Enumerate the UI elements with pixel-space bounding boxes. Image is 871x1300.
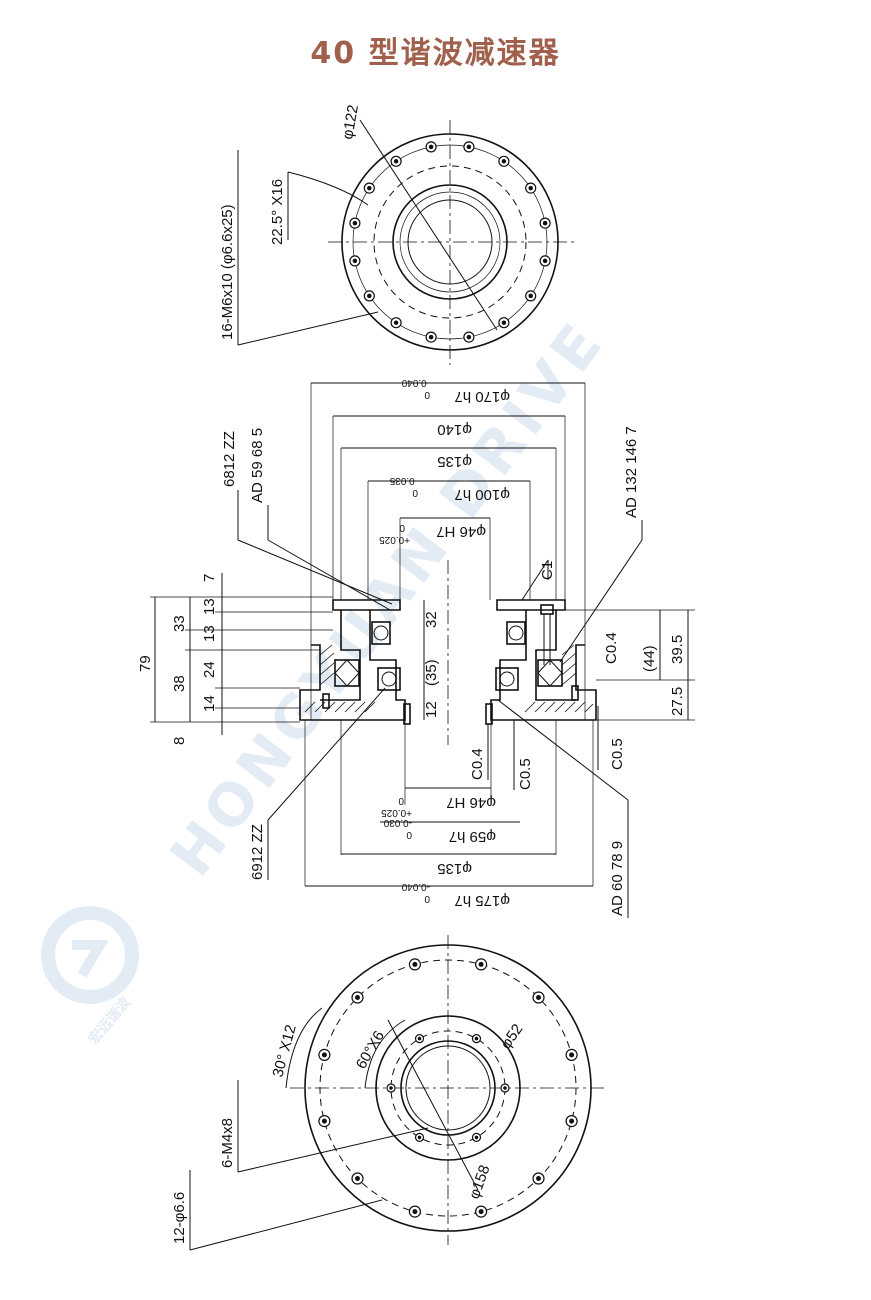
bottom-angle-large-label: 30° X12 [269,1023,299,1079]
bottom-bolt-hole-small-center [474,1036,479,1041]
top-bolt-hole-center [466,144,472,150]
bottom-bolt-hole-large-center [355,1176,360,1181]
bottom-bolt-hole-large-center [412,961,418,967]
bearing-label-6812zz: 6812 ZZ [221,431,238,487]
dim-left-79: 79 [137,655,154,672]
bottom-bolt-hole-large-center [478,961,484,967]
bottom-bolt-hole-small-center [417,1135,422,1140]
bearing-label-6912zz: 6912 ZZ [249,824,266,880]
bottom-bolt-hole-large-center [355,995,360,1000]
dim-inner-35: (35) [423,659,440,686]
dim-inner-12: 12 [423,701,440,718]
chamfer-c0-4-right: C0.4 [603,632,620,664]
dim-left-38: 38 [171,675,188,692]
chamfer-c0-5-a: C0.5 [517,758,534,790]
watermark-text: HONGYUAN DRIVE [157,307,618,888]
top-pcd-label: φ122 [339,104,362,141]
tol-top-3-upper: 0 [412,487,418,498]
top-bolt-hole-center [528,185,533,191]
dim-top-0: φ170 h7 [454,388,510,405]
dim-right-27-5: 27.5 [669,687,686,716]
bottom-bolt-hole-large-center [569,1052,575,1058]
bottom-pcd-small-label: φ52 [497,1021,526,1052]
bottom-holes-small-label: 6-M4x8 [219,1118,236,1168]
bearing-label-ad59685: AD 59 68 5 [249,428,266,503]
dim-left-7: 7 [201,574,218,582]
dim-left-14: 14 [201,695,218,712]
top-bolt-hole-center [528,293,533,299]
dim-bottom-3: φ175 h7 [454,892,510,909]
top-bolt-holes [349,141,551,343]
bottom-bolt-hole-small-center [474,1135,479,1140]
top-bolt-hole-center [542,220,548,226]
tol-top-4-lower: 0 [399,522,405,533]
bottom-holes-large-label: 12-φ6.6 [171,1192,188,1244]
tol-top-4-upper: +0.025 [379,534,410,545]
bottom-view: φ52 φ158 60°X6 30° X12 6-M4x8 12-φ6.6 [171,935,605,1251]
page-title: 40 型谐波减速器 [310,36,561,71]
top-bolt-hole-center [352,220,358,226]
top-view: φ122 22.5° X16 16-M6x10 (φ6.6x25) [219,104,575,365]
chamfer-c1: C1 [539,561,556,580]
section-view: φ170 h7 0 -0.040 φ140 φ135 φ100 h7 0 -0.… [137,377,695,918]
bottom-bolt-hole-large-center [536,995,541,1000]
top-bolt-hole-center [393,159,399,164]
top-bolt-hole-center [428,144,434,150]
top-bolt-hole-center [501,320,507,325]
top-holes-label: 16-M6x10 (φ6.6x25) [219,204,236,340]
bottom-bolt-hole-small-center [503,1086,507,1090]
tol-top-0-upper: 0 [424,389,430,400]
bottom-bolt-hole-large-center [536,1176,541,1181]
bottom-bolt-hole-large-center [412,1209,418,1215]
tol-bottom-3-upper: 0 [424,893,430,904]
dim-left-33: 33 [171,615,188,632]
tol-bottom-0-lower: 0 [398,795,404,806]
watermark-logo-icon [41,906,139,1004]
top-bolt-hole-center [393,320,399,325]
bottom-angle-small-label: 60°X6 [353,1028,388,1072]
top-bolt-hole-center [367,185,372,191]
bearing-label-ad60789: AD 60 78 9 [609,841,626,916]
bottom-pcd-large-label: φ158 [466,1163,494,1201]
tol-bottom-0-upper: +0.025 [381,807,412,818]
dim-top-2: φ135 [437,453,472,470]
dim-right-39-5: 39.5 [669,635,686,664]
bottom-bolt-hole-large-center [478,1209,484,1215]
bottom-bolt-hole-small-center [417,1036,422,1041]
bottom-bolt-holes [318,958,578,1218]
dim-left-8: 8 [171,737,188,745]
bottom-bolt-hole-large-center [321,1052,327,1058]
tol-top-0-lower: -0.040 [401,377,430,388]
dim-bottom-0: φ46 H7 [446,794,496,811]
top-bolt-hole-center [352,258,358,264]
dim-top-1: φ140 [437,421,472,438]
tol-top-3-lower: -0.035 [389,475,418,486]
tol-bottom-3-lower: -0.040 [401,881,430,892]
dim-right-44: (44) [641,645,658,672]
chamfer-c0-4-bottom: C0.4 [469,748,486,780]
dim-inner-32: 32 [423,611,440,628]
dim-bottom-2: φ135 [437,860,472,877]
dim-bottom-1: φ59 h7 [449,828,496,845]
chamfer-c0-5-b: C0.5 [609,738,626,770]
top-bolt-hole-center [367,293,372,299]
bottom-bolt-hole-large-center [321,1118,327,1124]
top-bolt-hole-center [428,334,434,340]
dim-left-13a: 13 [201,598,218,615]
top-bolt-hole-center [501,159,507,164]
top-bolt-hole-center [542,258,548,264]
dim-left-24: 24 [201,661,218,678]
top-bolt-hole-center [466,334,472,340]
bottom-bolt-hole-small-center [389,1086,393,1090]
tol-bottom-1-upper: 0 [406,829,412,840]
bearing-label-ad1321467: AD 132 146 7 [623,426,640,518]
bottom-bolt-hole-large-center [569,1118,575,1124]
tol-bottom-1-lower: -0.030 [383,817,412,828]
top-angle-label: 22.5° X16 [269,179,286,245]
dim-left-13b: 13 [201,625,218,642]
dim-top-4: φ46 H7 [436,523,486,540]
dim-top-3: φ100 h7 [454,486,510,503]
